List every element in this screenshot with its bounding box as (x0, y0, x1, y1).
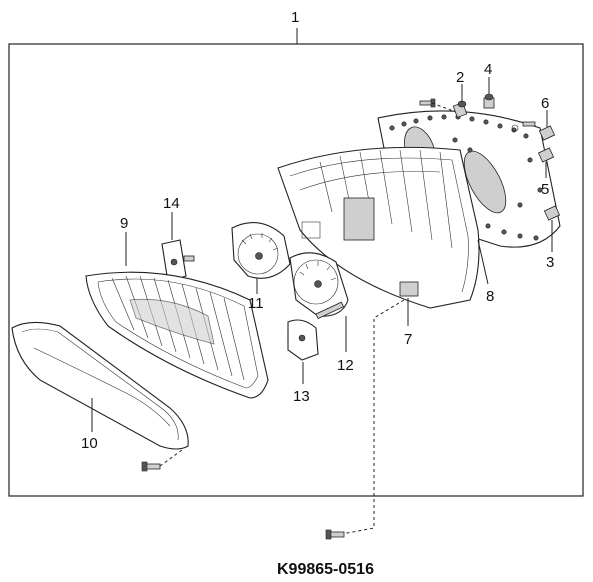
bulb-socket-2 (452, 84, 468, 118)
callout-6: 6 (541, 95, 549, 112)
bulb-socket-6 (538, 110, 556, 141)
callout-10: 10 (81, 435, 98, 452)
diagram-code-label: K99865-0516 (277, 561, 374, 578)
bulb-socket-5 (537, 147, 555, 178)
callout-12: 12 (337, 357, 354, 374)
mounting-screw (325, 299, 405, 540)
assembly-frame (8, 43, 584, 497)
speedometer-dial (289, 252, 349, 352)
cluster-mask-frame (85, 232, 269, 399)
gauge-bracket (161, 212, 195, 283)
tachometer-dial (231, 222, 291, 294)
callout-4: 4 (484, 61, 492, 78)
callout-3: 3 (546, 254, 554, 271)
callout-14: 14 (163, 195, 180, 212)
callout-8: 8 (486, 288, 494, 305)
front-lens (11, 321, 189, 450)
bulb-4 (483, 77, 495, 109)
callout-9: 9 (120, 215, 128, 232)
bulb-socket-3 (543, 205, 561, 252)
pcb-washer-screw (511, 121, 536, 132)
callout-7: 7 (404, 331, 412, 348)
callout-13: 13 (293, 388, 310, 405)
callout-1: 1 (291, 9, 299, 26)
callout-2: 2 (456, 69, 464, 86)
small-gauge (287, 301, 345, 384)
front-screw (141, 449, 183, 472)
callout-5: 5 (541, 181, 549, 198)
meter-housing (277, 146, 489, 326)
pcb-screw (419, 98, 457, 113)
callout-11: 11 (248, 295, 264, 312)
